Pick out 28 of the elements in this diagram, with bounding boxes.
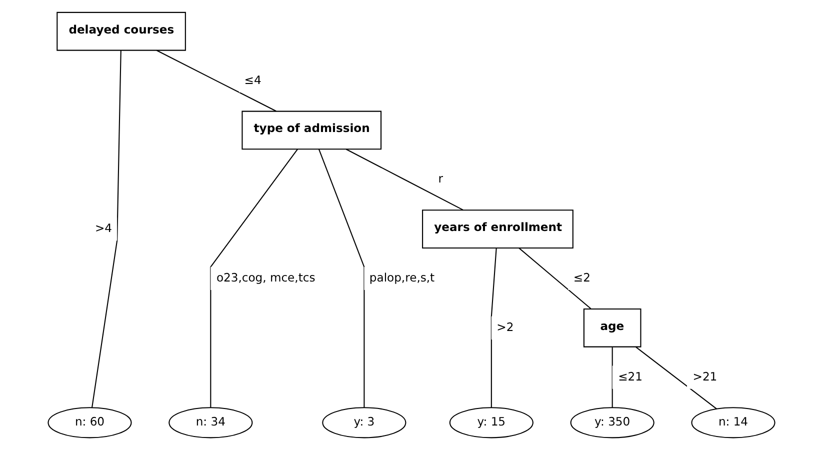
connector [345, 148, 463, 210]
node-box: type of admission [241, 110, 382, 150]
node-ellipse: n: 60 [47, 407, 132, 438]
edge-label: >2 [496, 320, 514, 334]
edge-label: ≤21 [618, 369, 642, 384]
connector [490, 248, 496, 408]
connector [518, 248, 591, 310]
node-ellipse: n: 34 [168, 407, 252, 438]
connector [210, 148, 298, 408]
edge-label: r [438, 172, 443, 186]
node-box: years of enrollment [422, 210, 573, 249]
node-box: delayed courses [56, 12, 186, 51]
node-ellipse: y: 15 [448, 407, 533, 438]
node-box: age [582, 308, 641, 348]
edge-label: o23,cog, mce,tcs [216, 270, 315, 284]
connector [611, 347, 612, 408]
connector [90, 50, 121, 408]
edge-label: palop,re,s,t [368, 270, 434, 284]
connector [156, 50, 276, 112]
edge-label: >21 [692, 369, 717, 384]
node-ellipse: y: 3 [322, 407, 406, 438]
node-ellipse: y: 350 [570, 407, 654, 438]
connector [318, 149, 364, 408]
node-ellipse: n: 14 [690, 407, 775, 438]
edge-label: ≤2 [572, 270, 590, 284]
connector [635, 346, 717, 410]
edge-label: >4 [94, 221, 112, 236]
edge-label: ≤4 [244, 72, 261, 87]
